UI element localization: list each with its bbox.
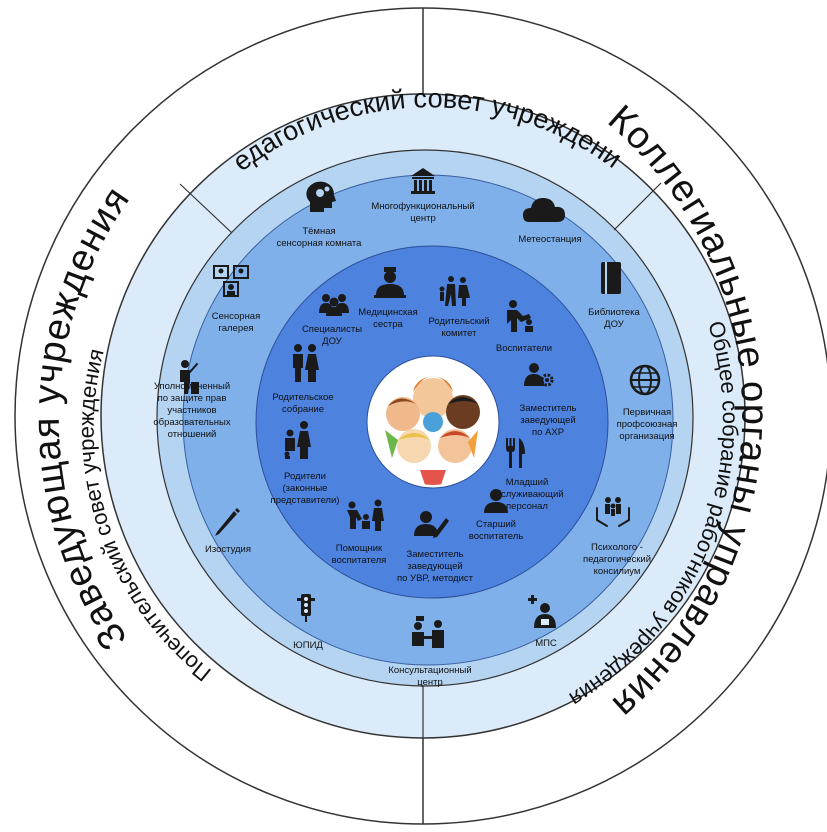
group-icon [319,294,349,316]
museum-icon [411,168,435,194]
person-gear-icon [524,363,554,387]
medical-person-icon [528,595,556,628]
nurse-icon [374,267,406,298]
globe-icon [629,364,661,396]
pencil-icon [215,508,240,536]
outer-item-mps: МПС [528,595,557,649]
person-podium-icon [180,360,199,394]
mid-divider-left [179,183,233,234]
outer-label: Изостудия [205,544,251,555]
consultation-icon [412,616,444,648]
cloud-icon [523,198,565,222]
person-icon [484,489,508,513]
parents-child-icon [284,421,311,459]
family-walk-icon [439,276,470,306]
family-care-icon [596,497,630,527]
outer-label: Метеостанция [518,234,581,245]
person-pen-icon [414,511,449,538]
outer-label: МПС [535,638,557,649]
teacher-child-icon [507,300,533,332]
children-circle-icon [385,376,480,485]
brain-gears-icon [306,181,336,212]
book-icon [601,262,621,294]
man-woman-icon [293,344,319,382]
outer-label: ЮПИД [293,640,323,651]
inner-item-educators: Воспитатели [496,300,552,354]
assistant-icon [347,499,384,531]
fork-knife-icon [506,438,525,468]
mid-divider-right [613,182,662,231]
center-circle [366,355,500,489]
inner-label: Воспитатели [496,343,552,354]
outer-item-weather-station: Метеостанция [518,198,582,245]
gallery-icon [213,265,249,297]
outer-item-art-studio: Изостудия [205,508,251,555]
outer-item-yupid: ЮПИД [293,594,323,651]
traffic-light-icon [297,594,315,622]
